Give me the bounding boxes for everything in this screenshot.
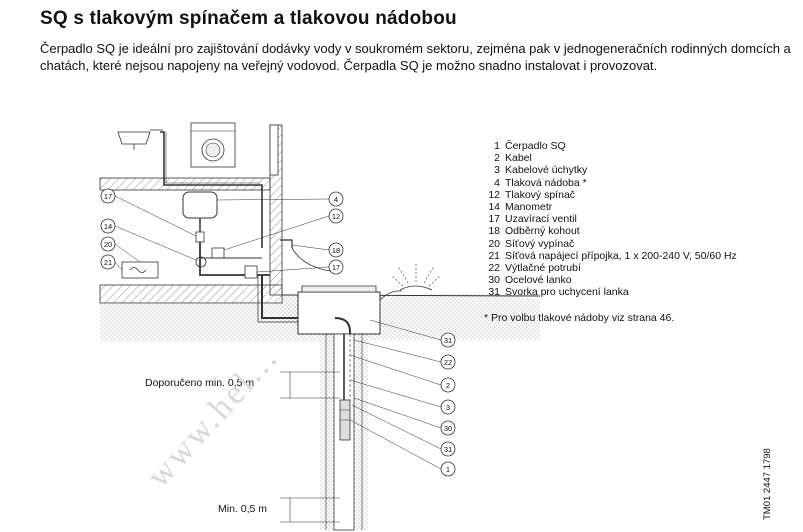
callout-31-lower: 31	[351, 404, 456, 457]
dimension-min-label: Min. 0,5 m	[218, 503, 267, 515]
svg-text:18: 18	[332, 246, 340, 255]
svg-text:14: 14	[104, 222, 112, 231]
svg-text:20: 20	[104, 240, 112, 249]
mains-switch-icon	[121, 261, 159, 279]
svg-text:31: 31	[444, 445, 452, 454]
callout-22: 22	[353, 339, 456, 370]
callout-12: 12	[223, 208, 344, 251]
svg-text:31: 31	[444, 336, 452, 345]
supply-pipe	[261, 275, 305, 319]
sprinkler-icon	[379, 262, 441, 301]
svg-text:17: 17	[104, 192, 112, 201]
svg-text:12: 12	[332, 212, 340, 221]
callout-21: 21	[100, 254, 123, 271]
dimension-min	[280, 497, 340, 523]
callout-1: 1	[349, 419, 456, 477]
upper-wall-stub	[269, 124, 279, 176]
callout-31-upper: 31	[369, 319, 456, 348]
callout-17-right: 17	[256, 259, 344, 275]
svg-text:4: 4	[334, 195, 338, 204]
intro-paragraph: Čerpadlo SQ je ideální pro zajištování d…	[40, 41, 791, 73]
washing-machine-icon	[190, 122, 236, 168]
tap-icon	[280, 239, 293, 248]
sink-icon	[117, 129, 163, 150]
svg-text:17: 17	[332, 263, 340, 272]
house-pipe	[160, 131, 263, 248]
callout-30: 30	[353, 397, 456, 436]
dimension-recommended	[280, 371, 340, 399]
svg-text:21: 21	[104, 258, 112, 267]
pressure-switch-icon	[211, 247, 225, 259]
pressure-tank-icon	[182, 191, 218, 232]
callout-3: 3	[349, 379, 456, 415]
svg-text:30: 30	[444, 424, 452, 433]
footnote: * Pro volbu tlakové nádoby viz strana 46…	[484, 312, 675, 324]
upper-floor-slab	[99, 177, 271, 191]
manometer-icon	[195, 256, 207, 268]
svg-text:1: 1	[446, 465, 450, 474]
callout-4: 4	[216, 191, 344, 207]
document-code: TM01 2447 1798	[762, 448, 773, 520]
svg-text:2: 2	[446, 381, 450, 390]
page-title: SQ s tlakovým spínačem a tlakovou nádobo…	[40, 8, 457, 29]
svg-text:22: 22	[444, 358, 452, 367]
callout-2: 2	[349, 354, 456, 393]
svg-text:3: 3	[446, 403, 450, 412]
borehole	[320, 333, 368, 531]
callout-14: 14	[100, 218, 197, 261]
well-head	[297, 285, 381, 345]
callout-17-left: 17	[100, 188, 197, 237]
shutoff-valve-icon	[244, 265, 258, 279]
callout-20: 20	[100, 236, 141, 263]
dimension-recommended-label: Doporučeno min. 0,5 m	[145, 377, 254, 389]
basement-floor	[99, 284, 283, 304]
callout-18: 18	[291, 242, 344, 258]
